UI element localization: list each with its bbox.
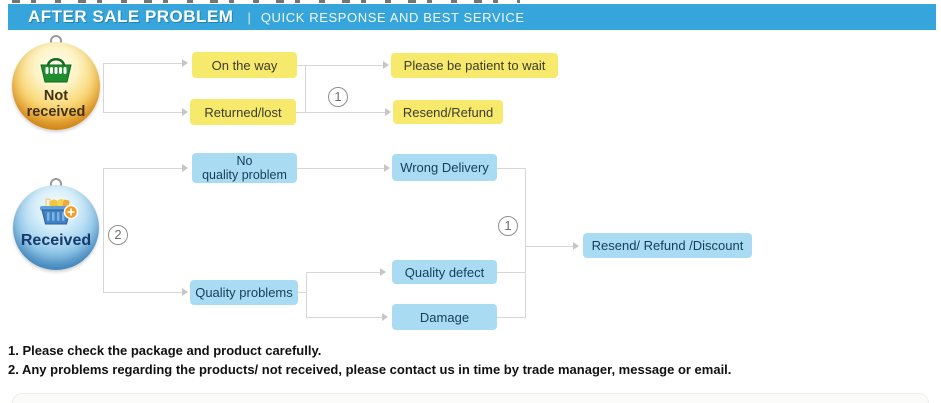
- arrowhead: [385, 108, 391, 116]
- connector-line: [297, 65, 385, 66]
- connector-line: [306, 317, 384, 318]
- box-returned-lost: Returned/lost: [190, 99, 296, 125]
- box-resend-refund-discount: Resend/ Refund /Discount: [583, 233, 752, 258]
- box-quality-defect: Quality defect: [392, 260, 497, 284]
- arrowhead: [182, 164, 188, 172]
- connector-line: [305, 65, 306, 113]
- connector-line: [103, 112, 186, 113]
- connector-line: [103, 292, 186, 293]
- header-bar: AFTER SALE PROBLEM | QUICK RESPONSE AND …: [8, 4, 936, 30]
- header-title: AFTER SALE PROBLEM: [28, 7, 234, 26]
- box-damage: Damage: [392, 304, 497, 330]
- badge-circle-1: 1: [328, 87, 348, 107]
- arrowhead: [182, 288, 188, 296]
- connector-line: [497, 272, 526, 273]
- connector-line: [298, 292, 307, 293]
- shopping-cart-icon: [13, 197, 99, 229]
- box-wrong-delivery: Wrong Delivery: [392, 154, 497, 181]
- node-not-received-label: Not received: [26, 88, 86, 120]
- footnote-2: 2. Any problems regarding the products/ …: [8, 362, 732, 377]
- connector-line: [103, 168, 186, 169]
- arrowhead: [383, 61, 389, 69]
- connector-line: [306, 272, 382, 273]
- connector-line: [297, 168, 386, 169]
- connector-line: [525, 246, 575, 247]
- arrowhead: [380, 268, 386, 276]
- footnote-1: 1. Please check the package and product …: [8, 343, 322, 358]
- header-subtitle: QUICK RESPONSE AND BEST SERVICE: [260, 9, 525, 25]
- box-on-the-way: On the way: [192, 52, 297, 78]
- hanger-clip-icon: [50, 178, 62, 187]
- connector-line: [103, 63, 186, 64]
- node-received: Received: [13, 185, 99, 270]
- badge-circle-2: 2: [108, 225, 128, 245]
- box-resend-refund: Resend/Refund: [393, 100, 503, 124]
- connector-line: [296, 112, 387, 113]
- arrowhead: [384, 164, 390, 172]
- header-separator: |: [247, 9, 251, 25]
- cropped-text-fragment: [12, 0, 520, 3]
- connector-line: [497, 317, 526, 318]
- arrowhead: [182, 108, 188, 116]
- hanger-clip-icon: [50, 35, 62, 44]
- arrowhead: [182, 59, 188, 67]
- connector-line: [525, 168, 526, 318]
- node-not-received: Not received: [12, 42, 100, 130]
- next-section-panel-edge: [12, 393, 929, 403]
- badge-circle-1-right: 1: [498, 216, 518, 236]
- connector-line: [497, 168, 526, 169]
- arrowhead: [573, 242, 579, 250]
- connector-line: [103, 168, 104, 292]
- shopping-basket-icon: [12, 54, 100, 84]
- box-please-wait: Please be patient to wait: [391, 53, 558, 78]
- arrowhead: [382, 313, 388, 321]
- connector-line: [103, 63, 104, 113]
- box-no-quality-problem: No quality problem: [192, 153, 297, 183]
- box-quality-problems: Quality problems: [190, 280, 298, 305]
- node-received-label: Received: [20, 232, 92, 249]
- connector-line: [306, 272, 307, 317]
